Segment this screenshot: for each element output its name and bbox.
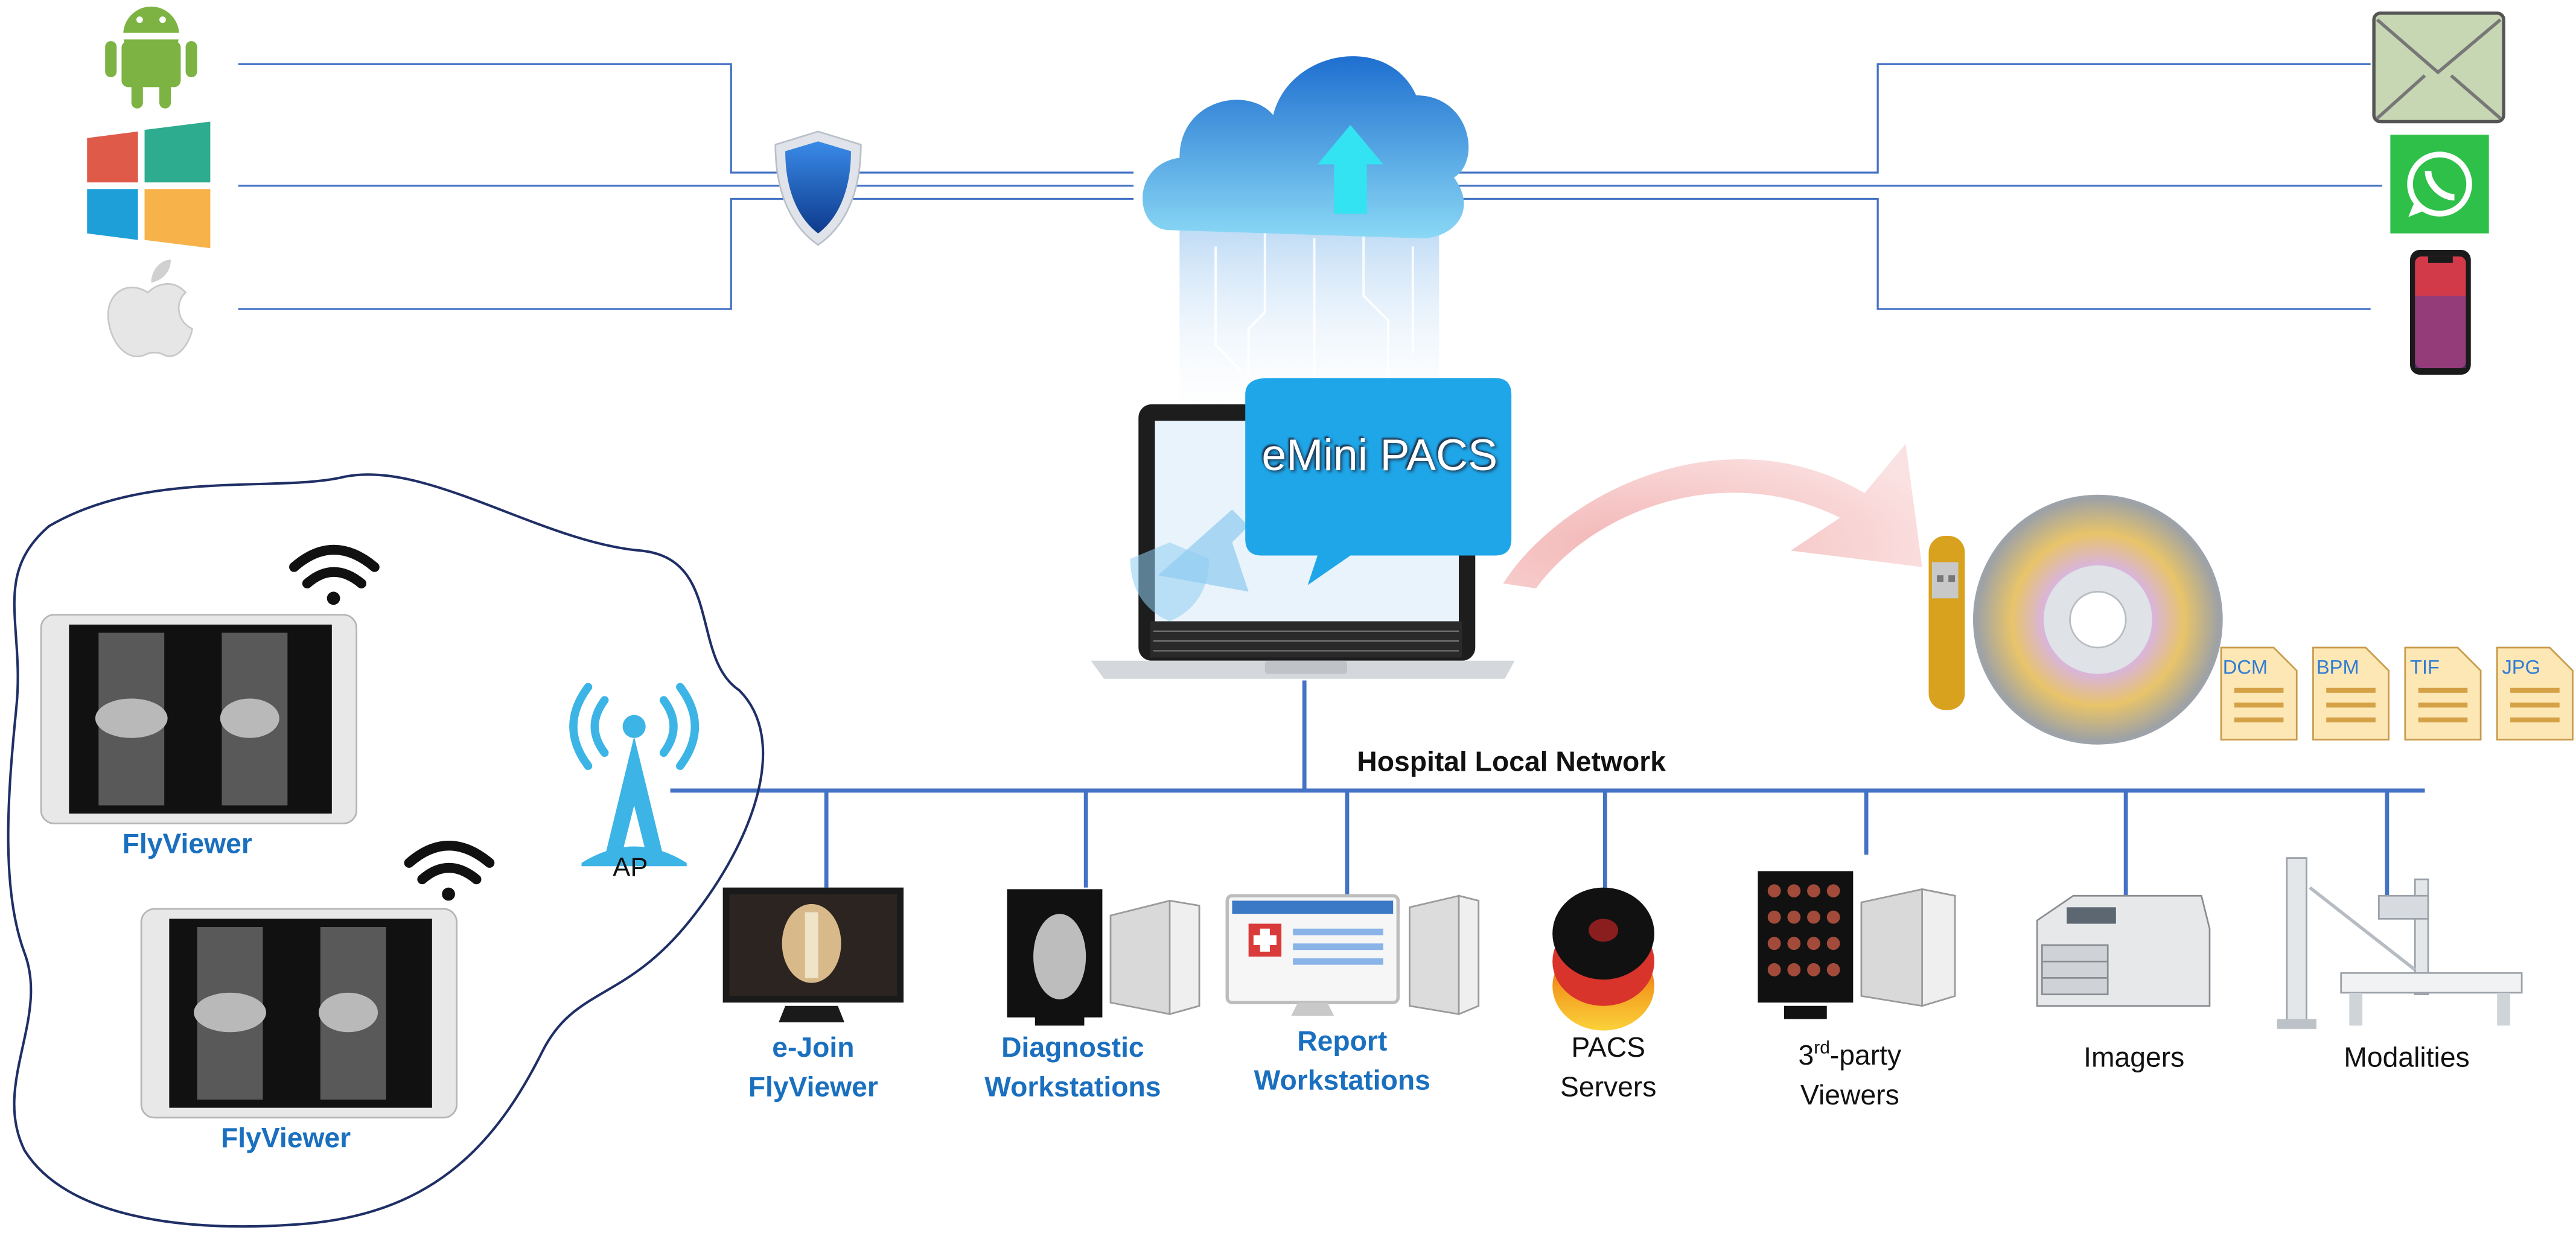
device-label-imagers: Imagers xyxy=(2083,1042,2185,1074)
tablet-2 xyxy=(140,908,458,1119)
imager-icon xyxy=(2036,894,2211,1007)
shield-icon xyxy=(774,130,862,246)
device-label-modalities: Modalities xyxy=(2344,1042,2470,1074)
ap-label: AP xyxy=(613,855,648,883)
file-format-dcm: DCM xyxy=(2222,655,2268,679)
cloud-icon xyxy=(1143,56,1469,428)
ejoin-monitor-icon xyxy=(722,887,904,1022)
iphone-icon xyxy=(2410,249,2471,375)
tablet-label-2: FlyViewer xyxy=(220,1123,351,1154)
tablet-label-1: FlyViewer xyxy=(122,828,252,860)
windows-icon xyxy=(87,121,211,249)
export-arrow xyxy=(1503,444,1922,588)
wifi-icon xyxy=(289,544,380,605)
device-label-third-party: 3rd-party Viewers xyxy=(1798,1039,1902,1111)
cd-icon xyxy=(1973,494,2223,745)
file-icon-tif xyxy=(2404,646,2482,741)
access-point-icon xyxy=(569,683,700,867)
network-label: Hospital Local Network xyxy=(1357,746,1666,778)
tablet-1 xyxy=(40,614,358,824)
whatsapp-icon xyxy=(2390,135,2489,234)
wifi-icon xyxy=(404,841,495,901)
pacs-title: eMini PACS xyxy=(1261,430,1498,480)
android-icon xyxy=(105,6,197,109)
file-format-jpg: JPG xyxy=(2502,655,2540,679)
apple-icon xyxy=(107,260,193,357)
share-lines xyxy=(1446,63,2382,310)
file-format-tif: TIF xyxy=(2410,655,2440,679)
file-icon-dcm xyxy=(2220,646,2298,741)
report-workstation-icon xyxy=(1225,894,1480,1016)
pacs-bubble xyxy=(1245,378,1512,585)
pacs-server-icon xyxy=(1552,887,1654,1031)
file-icon-jpg xyxy=(2496,646,2574,741)
email-icon xyxy=(2372,11,2505,124)
modality-icon xyxy=(2277,857,2523,1029)
file-format-bpm: BPM xyxy=(2316,655,2359,679)
diagnostic-workstation-icon xyxy=(1007,889,1200,1026)
network-bus xyxy=(670,680,2425,896)
third-party-viewer-icon xyxy=(1758,871,1956,1019)
usb-icon xyxy=(1928,535,1965,710)
wireless-zone xyxy=(7,473,765,1228)
file-icon-bpm xyxy=(2312,646,2390,741)
platform-lines xyxy=(238,63,1134,310)
file-icons xyxy=(2220,646,2574,741)
